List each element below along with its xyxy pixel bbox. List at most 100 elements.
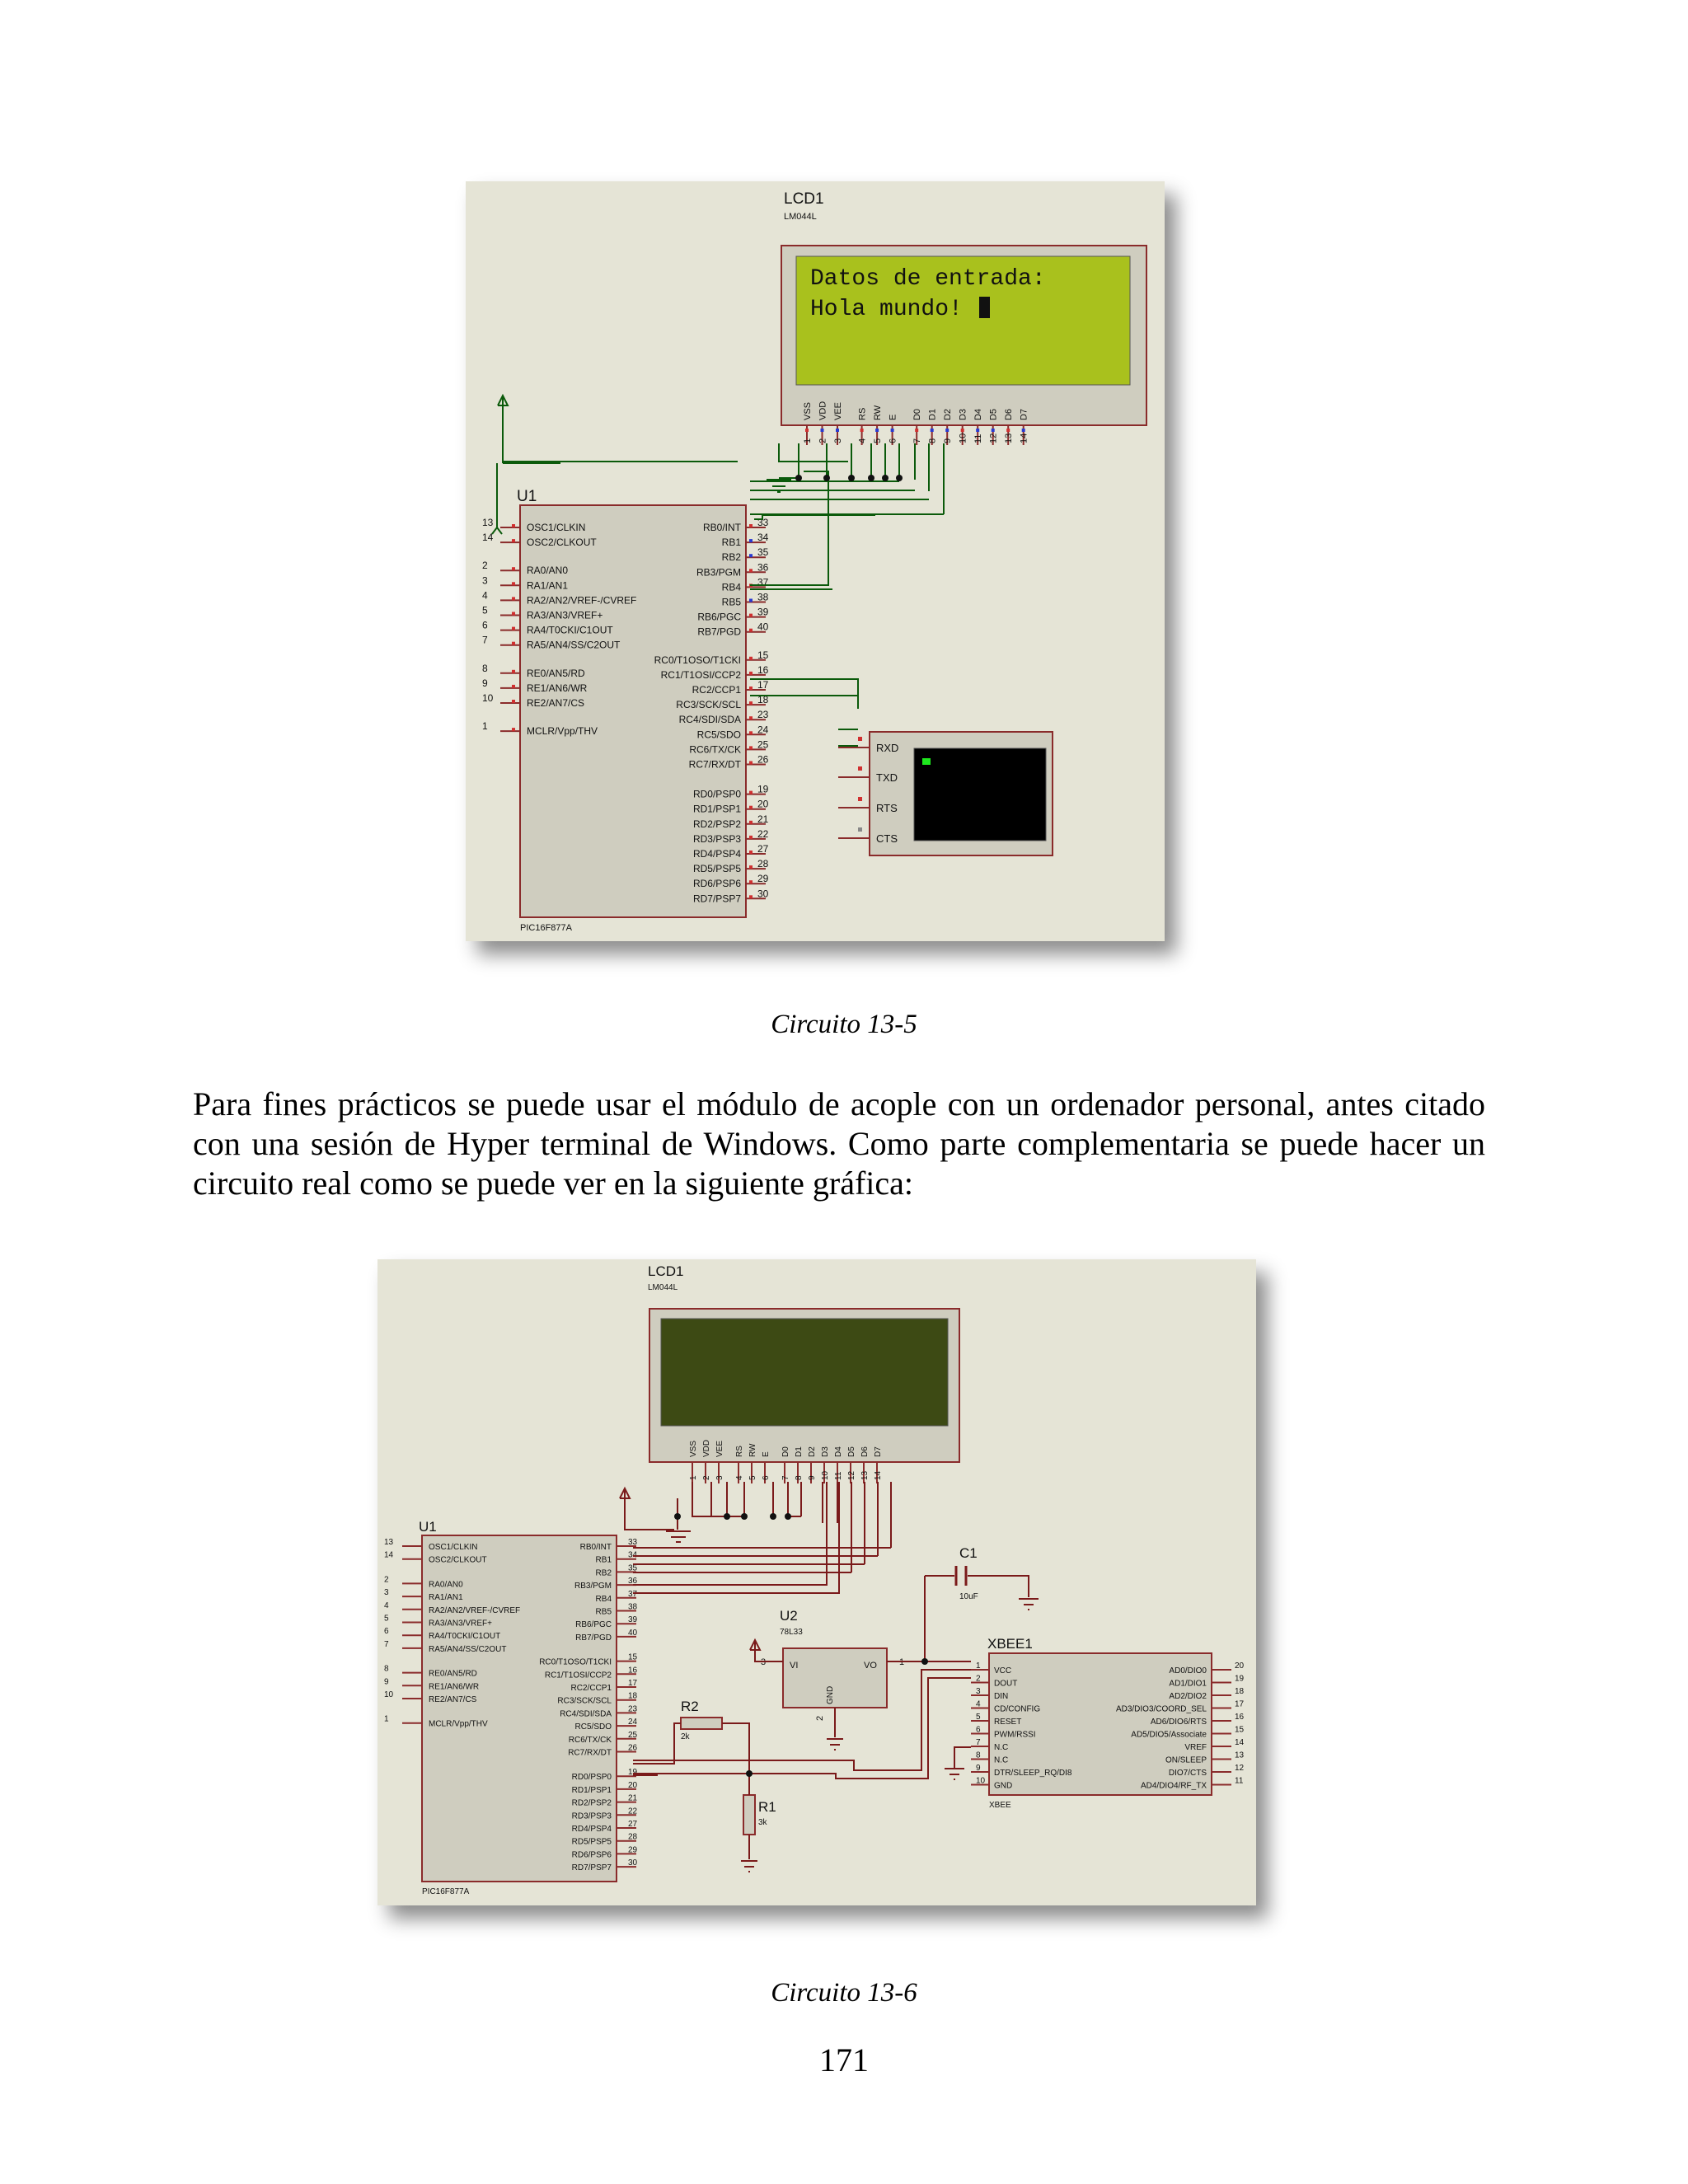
terminal-pin-label: TXD (876, 771, 898, 784)
lcd-pin-label: VSS (803, 402, 813, 420)
mcu-pin-number: 4 (384, 1601, 389, 1610)
lcd-pin-number: 8 (928, 438, 938, 443)
xbee-pin-number: 2 (976, 1675, 981, 1684)
mcu-pin-number: 27 (757, 843, 769, 855)
mcu-pin-name: RB6/PGC (575, 1620, 612, 1629)
pin-state-marker (930, 429, 934, 432)
pin-state-marker (749, 598, 753, 602)
xbee-pin-number: 6 (976, 1726, 981, 1735)
lcd-pin-number: 10 (959, 434, 968, 443)
mcu-pin-number: 18 (628, 1692, 638, 1701)
xbee-pin-number: 3 (976, 1687, 981, 1696)
xbee-pin-name: VCC (994, 1666, 1011, 1675)
pin-state-marker (749, 613, 753, 617)
pin-state-marker (749, 569, 753, 573)
lcd-pin-label: D6 (1004, 409, 1014, 420)
lcd-pin-label: D7 (1020, 409, 1029, 420)
xbee-pin-number: 18 (1235, 1687, 1245, 1696)
xbee-pin-name: AD6/DIO6/RTS (1151, 1718, 1207, 1727)
lcd-pin-label: RW (873, 405, 883, 420)
lcd-pin-number: 4 (858, 438, 868, 443)
mcu-pin-number: 21 (628, 1794, 638, 1803)
mcu-pin-name: RC6/TX/CK (569, 1736, 612, 1745)
pin-state-marker (749, 790, 753, 794)
mcu-pin-number: 29 (628, 1845, 638, 1854)
mcu-pin-number: 16 (628, 1666, 638, 1675)
mcu-pin-name: RA5/AN4/SS/C2OUT (527, 640, 621, 651)
mcu-pin-name: RD0/PSP0 (572, 1773, 612, 1782)
lcd-pin-label: VEE (833, 402, 843, 420)
mcu-pin-number: 6 (482, 620, 488, 631)
mcu-body (519, 504, 747, 918)
r2-value: 2k (681, 1732, 691, 1741)
lcd-pin-group: VSS1VDD2VEE3RS4RW5E6D07D18D29D310D411D51… (803, 401, 1029, 445)
pin-state-marker (749, 865, 753, 869)
mcu-pin-number: 20 (628, 1781, 638, 1790)
c1-ref: C1 (959, 1545, 978, 1561)
mcu-pin-name: RE0/AN5/RD (429, 1670, 477, 1679)
lcd-pin-number: 1 (803, 438, 813, 443)
mcu-pin-name: RD5/PSP5 (572, 1838, 612, 1847)
schematic-1: LCD1 LM044L Datos de entrada: Hola mundo… (482, 190, 1147, 933)
terminal-pin-label: CTS (876, 832, 898, 845)
mcu-pin-name: RC0/T1OSO/T1CKI (539, 1658, 612, 1667)
lcd-ref: LCD1 (784, 190, 824, 208)
xbee-pin-number: 8 (976, 1751, 981, 1760)
mcu-pin-number: 37 (628, 1590, 638, 1599)
mcu-pin-number: 15 (757, 649, 769, 661)
mcu-pin-name: RC7/RX/DT (689, 759, 742, 771)
xbee-pin-number: 12 (1235, 1764, 1245, 1773)
pin-state-marker (749, 716, 753, 720)
mcu-pin-name: RD7/PSP7 (572, 1863, 612, 1872)
xbee-pin-number: 1 (976, 1661, 981, 1671)
mcu-pin-name: RA4/T0CKI/C1OUT (429, 1632, 500, 1641)
junctions-2 (674, 1513, 928, 1777)
schematic-2: LCD1 LM044L VSS1VDD2VEE3RS4RW5E6D07D18D2… (384, 1263, 1245, 1896)
mcu-pin-number: 38 (628, 1603, 638, 1612)
xbee-pin-name: DOUT (994, 1680, 1017, 1689)
pin-state-marker (512, 641, 515, 645)
mcu-pin-number: 39 (757, 607, 769, 618)
mcu-pin-number: 24 (757, 724, 769, 735)
xbee-body (988, 1652, 1212, 1796)
mcu-pin-number: 13 (482, 517, 494, 528)
mcu-pin-name: MCLR/Vpp/THV (429, 1720, 488, 1729)
lcd2-pin-number: 9 (808, 1475, 817, 1480)
lcd2-pin-label: D3 (821, 1446, 830, 1457)
lcd2-pin-label: D2 (808, 1446, 817, 1457)
mcu-pin-name: RE2/AN7/CS (429, 1695, 477, 1704)
mcu-pin-name: RB2 (722, 551, 742, 563)
mcu-pin-name: RD4/PSP4 (572, 1825, 612, 1834)
lcd2-ref: LCD1 (648, 1263, 683, 1279)
lcd2-pin-number: 8 (795, 1475, 804, 1480)
lcd2-pin-label: D1 (795, 1446, 804, 1457)
mcu-pin-number: 16 (757, 664, 769, 676)
lcd2-pin-number: 5 (748, 1475, 757, 1480)
xbee-left-pins: 1VCC2DOUT3DIN4CD/CONFIG5RESET6PWM/RSSI7N… (971, 1661, 1072, 1791)
mcu-pin-name: RE1/AN6/WR (527, 682, 588, 694)
pin-state-marker (749, 701, 753, 705)
lcd2-pin-label: D4 (834, 1446, 843, 1457)
mcu-pin-number: 24 (628, 1718, 638, 1727)
xbee-pin-number: 11 (1235, 1777, 1244, 1786)
lcd-pin-number: 14 (1020, 434, 1029, 443)
lcd-screen (795, 255, 1131, 386)
lcd-pin-label: D2 (943, 409, 953, 420)
mcu-pin-number: 30 (757, 888, 769, 899)
lcd-line-1: Datos de entrada: (810, 266, 1046, 292)
pin-state-marker (512, 684, 515, 688)
mcu-pin-number: 13 (384, 1538, 394, 1547)
mcu-pin-name: RC7/RX/DT (568, 1749, 612, 1758)
u2-vo-label: VO (864, 1661, 877, 1671)
mcu-pin-number: 5 (482, 605, 488, 616)
lcd2-pin-number: 4 (735, 1475, 744, 1480)
mcu-pin-number: 34 (757, 532, 769, 543)
pin-state-marker (858, 797, 862, 801)
lcd2-pin-number: 14 (874, 1470, 883, 1480)
mcu-pin-name: RD7/PSP7 (693, 893, 741, 904)
mcu-pin-name: RB5 (596, 1608, 612, 1617)
terminal-pin-label: RTS (876, 802, 898, 814)
